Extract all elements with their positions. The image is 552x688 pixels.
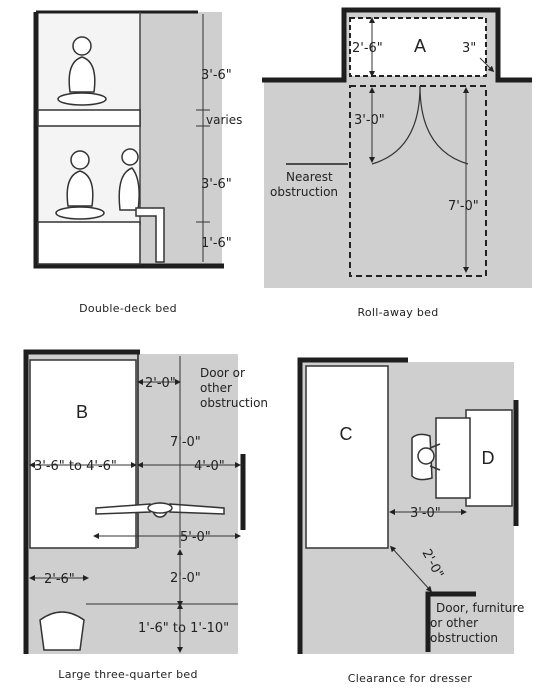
dim-foot-width: 2'-6" — [44, 572, 75, 587]
wall — [297, 357, 408, 654]
bed-c — [305, 365, 389, 549]
bed-label-a: A — [414, 36, 426, 56]
person-figure — [39, 611, 85, 651]
open-drawer — [435, 417, 471, 499]
dim-gap: 3" — [462, 41, 476, 56]
dim-varies: varies — [206, 113, 242, 127]
dim-swing-clearance: 3'-0" — [354, 113, 385, 128]
dim-foot-clearance: 2'-0" — [170, 571, 201, 586]
panel-double-deck: 3'-6" varies 3'-6" 1'-6" Double-deck bed — [33, 10, 242, 315]
note-other: other — [200, 381, 232, 395]
door-furniture-obstruction — [425, 591, 476, 652]
person-figure — [55, 150, 105, 220]
note-obstruction: obstruction — [430, 631, 498, 645]
wall — [33, 12, 224, 269]
dim-upper-headroom: 3'-6" — [201, 68, 232, 83]
person-figure — [411, 433, 441, 481]
note-obstruction: obstruction — [270, 185, 338, 199]
dim-arm-span: 5'-0" — [180, 530, 211, 545]
lower-bunk — [37, 221, 141, 265]
dim-bed-length: 7'-0" — [448, 199, 479, 214]
upper-bunk — [37, 109, 141, 127]
panel-roll-away: A 2'-6" 3" 3'-0" 7'-0" Nearest obstructi… — [262, 7, 532, 319]
dim-walk-clearance: 4'-0" — [194, 459, 225, 474]
bed-label-c: C — [340, 424, 353, 444]
bed-label-b: B — [76, 402, 88, 422]
dim-bed-height: 1'-6" — [201, 236, 232, 251]
panel-dresser: C D 3'-0" 2'-0" Door, furniture or other… — [297, 357, 524, 685]
caption-dresser: Clearance for dresser — [348, 672, 473, 685]
note-or-other: or other — [430, 616, 478, 630]
note-obstruction: obstruction — [200, 396, 268, 410]
note-door-or: Door or — [200, 366, 245, 380]
dim-lower-headroom: 3'-6" — [201, 177, 232, 192]
three-quarter-bed — [29, 359, 137, 549]
dresser — [465, 409, 513, 507]
dim-bed-width: 3'-6" to 4'-6" — [34, 459, 117, 474]
wall — [262, 7, 532, 83]
dim-side-clearance: 2'-0" — [145, 376, 176, 391]
person-figure — [57, 36, 107, 106]
caption-roll-away: Roll-away bed — [357, 306, 438, 319]
note-nearest: Nearest — [286, 170, 333, 184]
person-figure — [118, 148, 165, 263]
person-figure — [95, 502, 225, 518]
unfolded-bed-outline — [349, 85, 487, 277]
caption-three-quarter: Large three-quarter bed — [58, 668, 197, 681]
dim-dresser-clearance: 3'-0" — [410, 506, 441, 521]
dresser-label-d: D — [482, 448, 495, 468]
note-door-furniture: Door, furniture — [436, 601, 524, 615]
dim-bed-width: 2'-6" — [352, 41, 383, 56]
wall — [23, 349, 140, 654]
panel-three-quarter: B 2'-0" 7'-0" 3'-6" to 4'-6" 4'-0" 5'-0"… — [23, 349, 268, 681]
dim-kneel-clearance: 1'-6" to 1'-10" — [138, 621, 229, 636]
shaded-area — [264, 82, 532, 288]
swing-arc — [419, 85, 469, 165]
dim-bed-length: 7'-0" — [170, 435, 201, 450]
caption-double-deck: Double-deck bed — [79, 302, 177, 315]
swing-arc — [371, 85, 421, 165]
